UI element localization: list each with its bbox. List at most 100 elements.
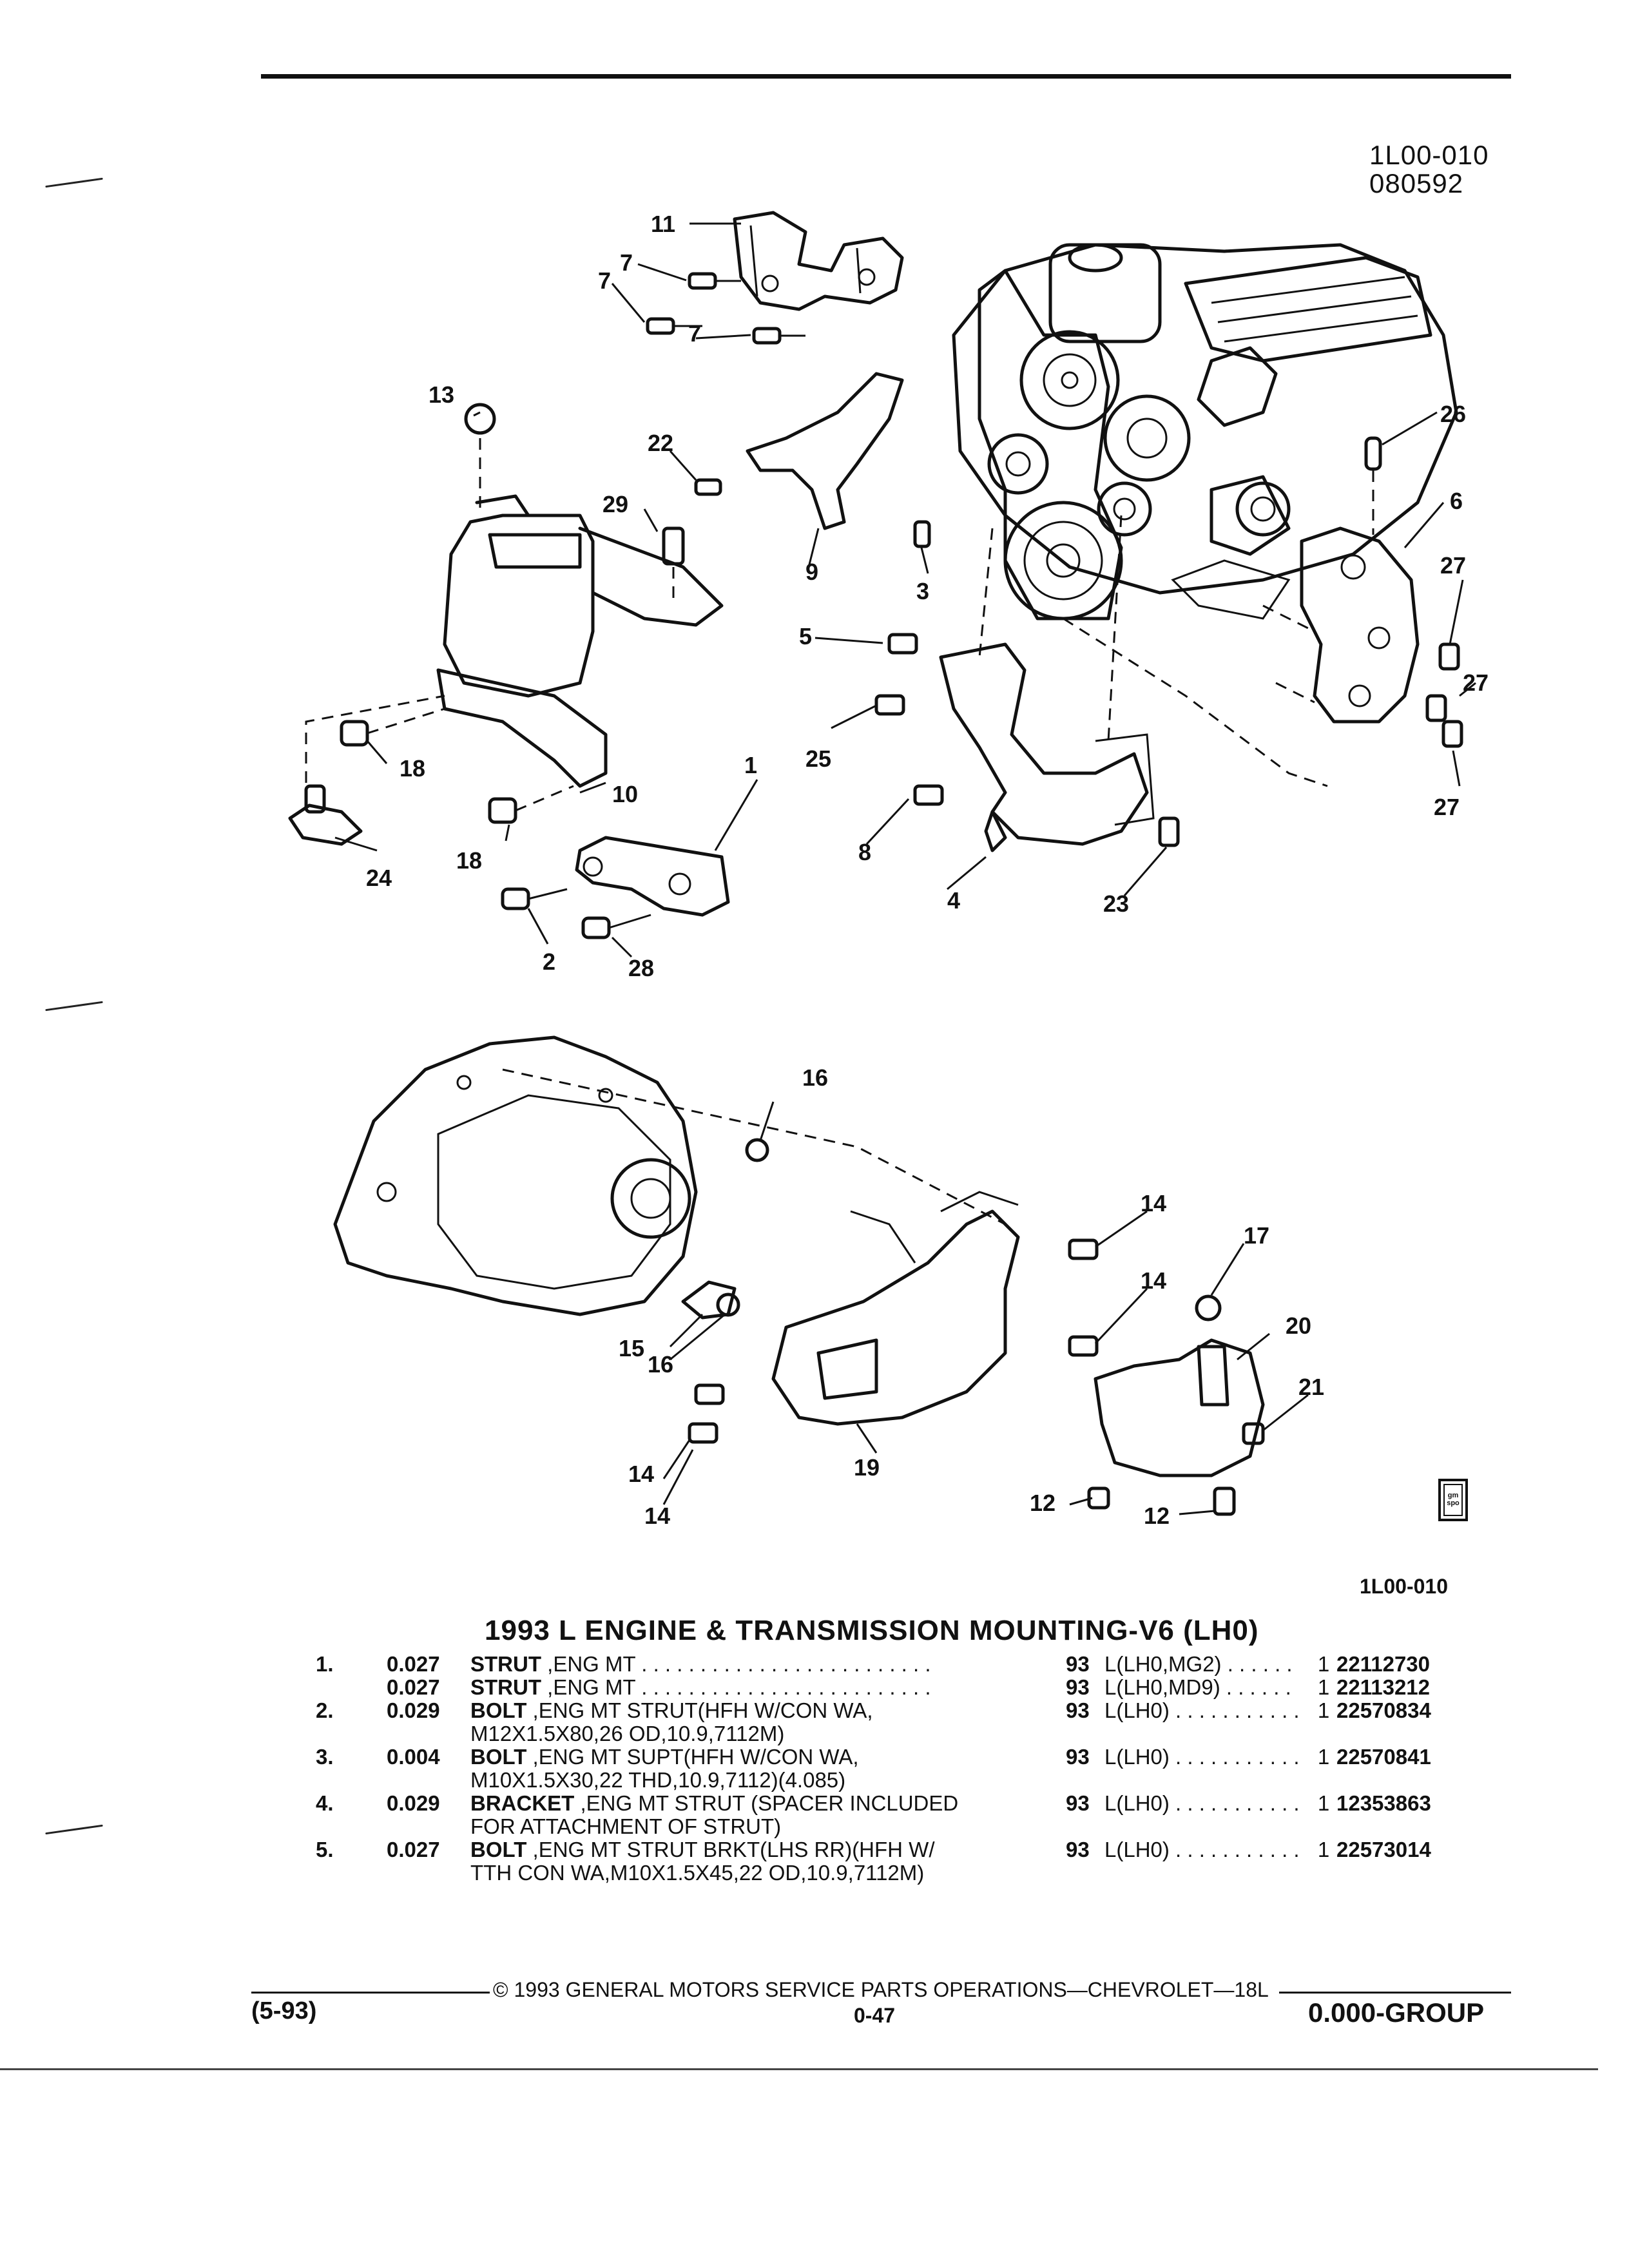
callout: 7: [688, 320, 701, 347]
gm-spo-logo: gm spo: [1438, 1479, 1468, 1521]
callout: 11: [651, 211, 675, 237]
part-name: BRACKET: [470, 1791, 575, 1815]
part-name: BOLT: [470, 1745, 527, 1769]
bracket-part-15: [681, 1280, 737, 1320]
mount-part-20: [1087, 1294, 1265, 1516]
part-desc-2: M10X1.5X30,22 THD,10.9,7112)(4.085): [470, 1768, 846, 1792]
count: 1: [1317, 1698, 1330, 1722]
footer-rule-right: [1279, 1992, 1511, 1994]
section-title: 1993 L ENGINE & TRANSMISSION MOUNTING-V6…: [485, 1615, 1259, 1646]
copyright-line: © 1993 GENERAL MOTORS SERVICE PARTS OPER…: [493, 1978, 1269, 2001]
top-rule: [261, 74, 1511, 79]
part-desc-2: M12X1.5X80,26 OD,10.9,7112M): [470, 1722, 785, 1745]
callout: 18: [456, 847, 482, 874]
bolt-part-7: [646, 272, 805, 345]
description: STRUT ,ENG MT . . . . . . . . . . . . . …: [470, 1653, 1066, 1676]
part-name: BOLT: [470, 1838, 527, 1861]
part-number: 22112730: [1336, 1652, 1431, 1676]
callout: 21: [1298, 1374, 1324, 1400]
transmission-illustration: [333, 1035, 1006, 1316]
callout: 7: [620, 249, 633, 276]
strut-part-1: [501, 836, 730, 939]
crossmember-part-19: [771, 1191, 1020, 1426]
bolt-part-3: [913, 520, 931, 548]
callout: 1: [744, 752, 757, 778]
mount-assembly-left: [288, 403, 724, 846]
callout: 2: [543, 948, 555, 975]
callout: 16: [802, 1064, 828, 1091]
item-number: 3.: [316, 1745, 334, 1769]
callout-numbers: 11 7 7 7 13 22 29 9 3 5 25 1 18 10 18 24…: [366, 211, 1489, 1529]
page-number: 0-47: [854, 2004, 896, 2027]
callout: 20: [1286, 1312, 1311, 1339]
margin-mark: [45, 1824, 103, 1835]
description: BOLT ,ENG MT STRUT(HFH W/CON WA,M12X1.5X…: [470, 1699, 1066, 1745]
callout: 14: [1141, 1267, 1166, 1294]
part-number: 22570841: [1336, 1745, 1431, 1769]
callout: 13: [429, 381, 454, 408]
application: L(LH0) . . . . . . . . . . .: [1104, 1698, 1300, 1722]
callout: 5: [799, 623, 812, 649]
parts-table: 1. 0.027 STRUT ,ENG MT . . . . . . . . .…: [316, 1653, 1465, 1885]
callout: 7: [598, 267, 611, 294]
callout: 14: [644, 1503, 670, 1529]
table-row: 1. 0.027 STRUT ,ENG MT . . . . . . . . .…: [316, 1653, 1465, 1676]
part-name: BOLT: [470, 1698, 527, 1722]
callout: 14: [1141, 1190, 1166, 1216]
year: 93: [1066, 1838, 1090, 1861]
table-row: 3. 0.004 BOLT ,ENG MT SUPT(HFH W/CON WA,…: [316, 1745, 1465, 1792]
description: STRUT ,ENG MT . . . . . . . . . . . . . …: [470, 1676, 1066, 1699]
part-desc: ,ENG MT STRUT BRKT(LHS RR)(HFH W/: [532, 1838, 935, 1861]
leader-lines: [334, 222, 1476, 1515]
date-code: 080592: [1369, 168, 1464, 198]
part-number: 12353863: [1336, 1791, 1431, 1815]
callout: 29: [602, 491, 628, 517]
callout: 26: [1440, 401, 1466, 427]
application: L(LH0) . . . . . . . . . . .: [1104, 1838, 1300, 1861]
year: 93: [1066, 1698, 1090, 1722]
bolt-part-14: [688, 1238, 1099, 1444]
callout: 28: [628, 955, 654, 981]
item-number: 1.: [316, 1652, 334, 1676]
quantity: 0.004: [387, 1745, 440, 1769]
callout: 25: [805, 745, 831, 772]
item-number: 5.: [316, 1838, 334, 1861]
callout: 12: [1144, 1503, 1170, 1529]
part-desc-2: TTH CON WA,M10X1.5X45,22 OD,10.9,7112M): [470, 1861, 925, 1885]
part-number: 22573014: [1336, 1838, 1431, 1861]
callout: 9: [805, 559, 818, 585]
callout: 27: [1440, 552, 1466, 579]
count: 1: [1317, 1838, 1330, 1861]
table-row: 0.027 STRUT ,ENG MT . . . . . . . . . . …: [316, 1676, 1465, 1699]
callout: 27: [1463, 669, 1489, 696]
item-number: 4.: [316, 1791, 334, 1815]
part-desc: ,ENG MT STRUT (SPACER INCLUDED: [580, 1791, 959, 1815]
logo-text: gm spo: [1443, 1484, 1463, 1516]
table-row: 4. 0.029 BRACKET ,ENG MT STRUT (SPACER I…: [316, 1792, 1465, 1838]
bracket-part-11: [733, 211, 904, 311]
item-number: [316, 1676, 387, 1699]
quantity: 0.027: [387, 1675, 440, 1699]
year: 93: [1066, 1652, 1090, 1676]
footer-rule-left: [251, 1992, 490, 1994]
bracket-part-6: [1262, 436, 1463, 748]
count: 1: [1317, 1675, 1330, 1699]
part-number: 22113212: [1336, 1675, 1431, 1699]
callout: 10: [612, 781, 638, 807]
footer-date: (5-93): [251, 1997, 317, 2024]
part-name: STRUT: [470, 1675, 541, 1699]
application: L(LH0) . . . . . . . . . . .: [1104, 1791, 1300, 1815]
callout: 16: [648, 1351, 673, 1378]
callout: 24: [366, 865, 392, 891]
description: BOLT ,ENG MT SUPT(HFH W/CON WA,M10X1.5X3…: [470, 1745, 1066, 1792]
callout: 8: [858, 839, 871, 865]
quantity: 0.029: [387, 1698, 440, 1722]
callout: 17: [1244, 1222, 1269, 1249]
description: BOLT ,ENG MT STRUT BRKT(LHS RR)(HFH W/TT…: [470, 1838, 1066, 1885]
part-desc: ,ENG MT STRUT(HFH W/CON WA,: [532, 1698, 873, 1722]
quantity: 0.027: [387, 1838, 440, 1861]
callout: 3: [916, 578, 929, 604]
count: 1: [1317, 1791, 1330, 1815]
table-row: 2. 0.029 BOLT ,ENG MT STRUT(HFH W/CON WA…: [316, 1699, 1465, 1745]
